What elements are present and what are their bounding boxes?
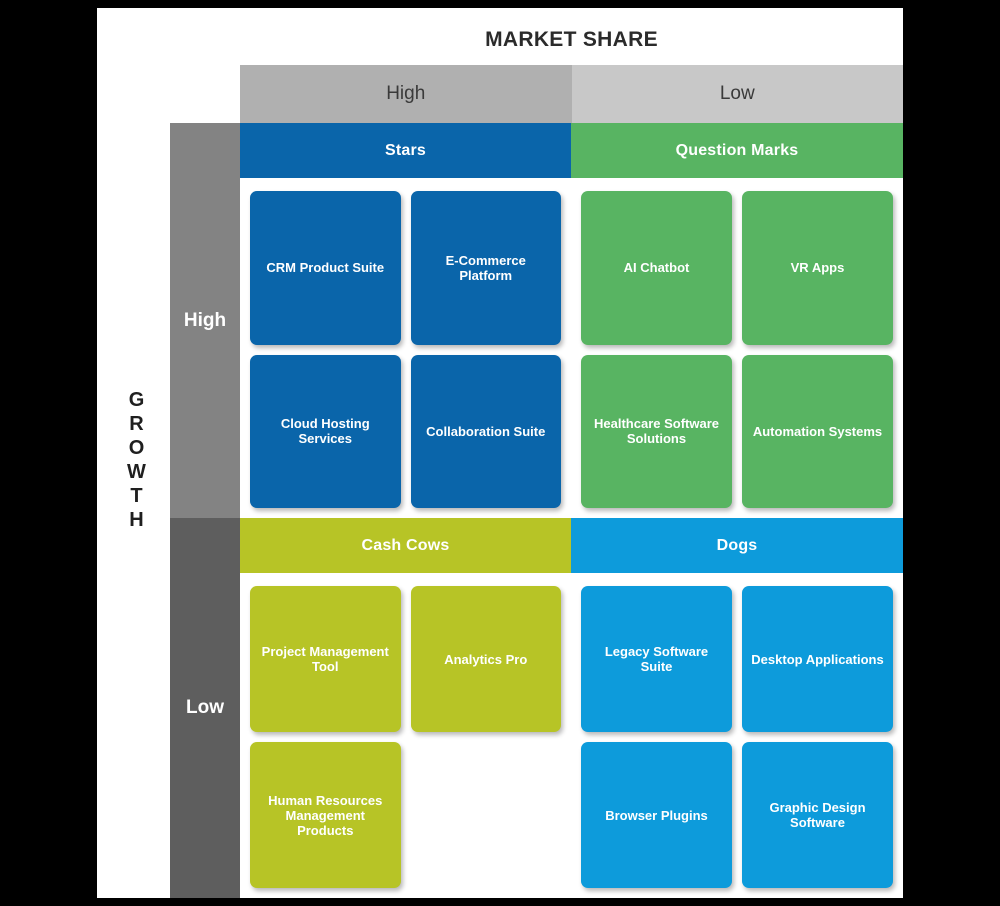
axis-letter: O — [128, 437, 146, 459]
column-header-high: High — [240, 65, 572, 123]
axis-letter: T — [130, 485, 144, 507]
quadrant-grid: Stars Question Marks Cash Cows Dogs CRM … — [240, 123, 903, 898]
row-label-low: Low — [170, 518, 240, 898]
empty-slot — [411, 742, 562, 888]
bcg-matrix-canvas: MARKET SHARE High Low G R O W T H High L… — [97, 8, 903, 898]
product-card[interactable]: Automation Systems — [742, 354, 893, 508]
product-card[interactable]: Browser Plugins — [581, 742, 732, 888]
product-card[interactable]: Graphic Design Software — [742, 742, 893, 888]
quadrant-body-question-marks: AI Chatbot VR Apps Healthcare Software S… — [571, 178, 903, 518]
column-header-band: High Low — [240, 65, 903, 123]
quadrant-body-dogs: Legacy Software Suite Desktop Applicatio… — [571, 573, 903, 898]
column-header-low: Low — [571, 65, 903, 123]
axis-letter: G — [128, 389, 146, 411]
quadrant-header-question-marks: Question Marks — [571, 123, 903, 178]
quadrant-body-stars: CRM Product Suite E-Commerce Platform Cl… — [240, 178, 571, 518]
row-label-high: High — [170, 123, 240, 518]
quadrant-body-cash-cows: Project Management Tool Analytics Pro Hu… — [240, 573, 571, 898]
axis-letter: W — [127, 461, 147, 483]
axis-letter: H — [129, 509, 145, 531]
product-card[interactable]: AI Chatbot — [581, 191, 732, 345]
product-card[interactable]: VR Apps — [742, 191, 893, 345]
product-card[interactable]: Cloud Hosting Services — [250, 354, 401, 508]
page-title: MARKET SHARE — [485, 28, 658, 51]
product-card[interactable]: Collaboration Suite — [410, 354, 561, 508]
product-card[interactable]: Analytics Pro — [410, 586, 561, 732]
quadrant-header-dogs: Dogs — [571, 518, 903, 573]
product-card[interactable]: Human Resources Management Products — [250, 742, 401, 888]
quadrant-header-cash-cows: Cash Cows — [240, 518, 571, 573]
product-card[interactable]: Legacy Software Suite — [581, 586, 732, 732]
product-card[interactable]: Project Management Tool — [250, 586, 401, 732]
product-card[interactable]: E-Commerce Platform — [410, 191, 561, 345]
product-card[interactable]: CRM Product Suite — [250, 191, 401, 345]
growth-axis-title: G R O W T H — [117, 388, 157, 532]
axis-letter: R — [129, 413, 145, 435]
quadrant-header-stars: Stars — [240, 123, 571, 178]
product-card[interactable]: Desktop Applications — [742, 586, 893, 732]
product-card[interactable]: Healthcare Software Solutions — [581, 354, 732, 508]
